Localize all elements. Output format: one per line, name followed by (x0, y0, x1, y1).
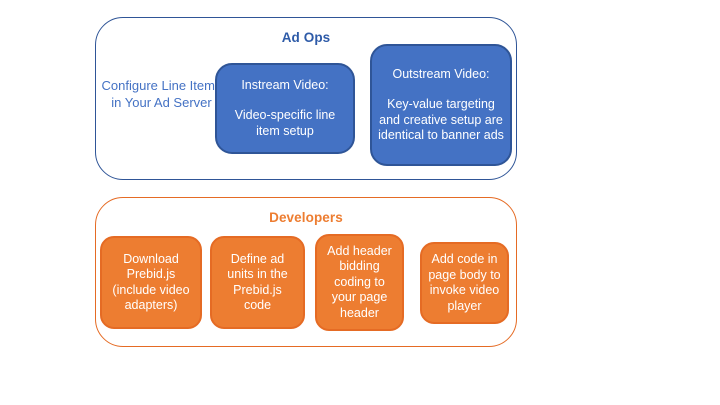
ad-ops-group: Ad Ops Configure Line Items in Your Ad S… (95, 17, 517, 180)
instream-video-body: Video-specific line item setup (234, 108, 336, 138)
dev-step-add-page-body-code-label: Add code in page body to invoke video pl… (428, 252, 501, 313)
outstream-video-heading: Outstream Video: (392, 66, 490, 81)
dev-step-define-ad-units-label: Define ad units in the Prebid.js code (227, 251, 288, 313)
developers-group: Developers Download Prebid.js (include v… (95, 197, 517, 347)
ad-ops-title: Ad Ops (281, 30, 331, 45)
outstream-video-body: Key-value targeting and creative setup a… (378, 97, 504, 142)
dev-step-download-prebid-label: Download Prebid.js (include video adapte… (112, 251, 190, 313)
instream-video-box: Instream Video: Video-specific line item… (215, 63, 355, 154)
dev-step-define-ad-units: Define ad units in the Prebid.js code (210, 236, 305, 329)
instream-video-heading: Instream Video: (241, 77, 329, 92)
dev-step-add-page-body-code: Add code in page body to invoke video pl… (420, 242, 509, 324)
dev-step-add-header-bidding: Add header bidding coding to your page h… (315, 234, 404, 331)
dev-step-download-prebid: Download Prebid.js (include video adapte… (100, 236, 202, 329)
developers-title: Developers (269, 210, 343, 225)
ad-ops-side-note: Configure Line Items in Your Ad Server (101, 78, 222, 110)
outstream-video-box: Outstream Video: Key-value targeting and… (370, 44, 512, 166)
dev-step-add-header-bidding-label: Add header bidding coding to your page h… (327, 243, 392, 320)
